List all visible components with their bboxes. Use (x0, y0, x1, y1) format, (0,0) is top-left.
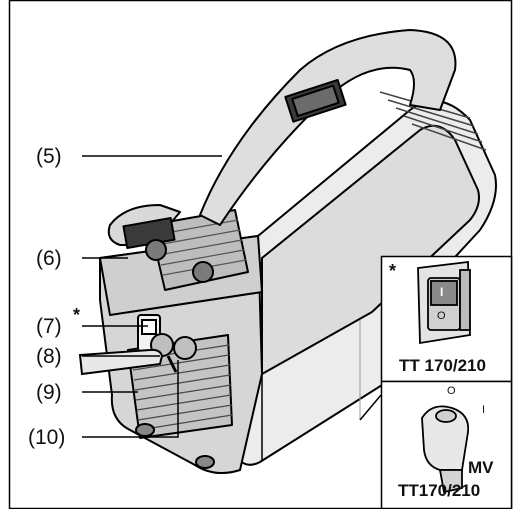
callout-5: (5) (36, 145, 62, 168)
inset-bottom-label-line2: TT170/210 (398, 481, 481, 500)
callout-7: (7) (36, 315, 62, 338)
inset-top-asterisk: * (389, 261, 397, 281)
rocker-switch-image (417, 260, 471, 345)
callout-8: (8) (36, 345, 62, 368)
callout-leader-lines (82, 155, 222, 438)
inset-bottom-label-line1: MV (468, 458, 494, 477)
callout-10: (10) (28, 426, 66, 449)
carry-strap (107, 29, 457, 283)
rocker-off-symbol: O (437, 310, 446, 322)
rotary-on-symbol: I (482, 404, 486, 416)
callout-6: (6) (36, 247, 62, 270)
rocker-on-symbol: I (440, 285, 444, 299)
callout-9: (9) (36, 381, 62, 404)
welding-socket-plus (173, 336, 197, 360)
rotary-off-symbol: O (447, 385, 456, 397)
inset-top-label: TT 170/210 (399, 356, 486, 375)
callout-7-asterisk: * (73, 305, 81, 325)
rotary-switch-image (421, 405, 470, 494)
